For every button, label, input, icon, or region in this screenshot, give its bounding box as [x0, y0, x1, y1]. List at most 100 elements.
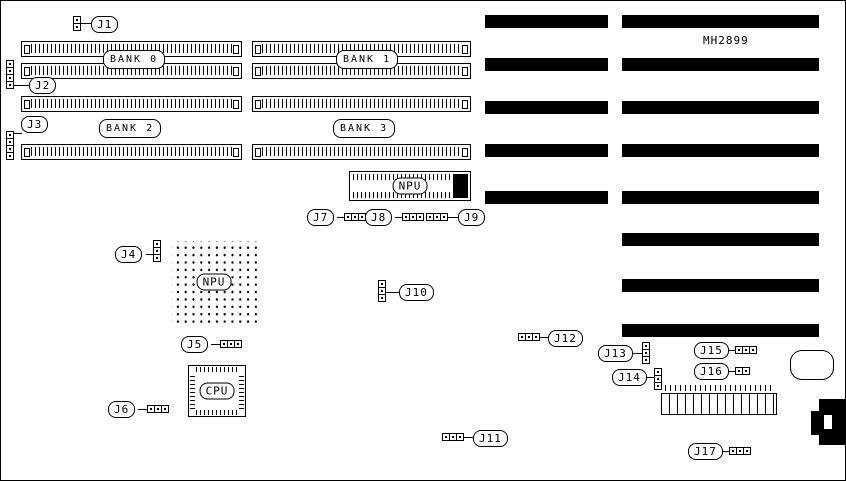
isa-slot-segment — [622, 101, 819, 114]
jumper-j9-label: J9 — [458, 209, 486, 226]
isa-slot-segment — [622, 324, 819, 337]
jumper-j17-label: J17 — [688, 443, 723, 460]
jumper-j15-leader — [726, 350, 736, 351]
simm-socket — [21, 96, 242, 112]
simm-pin-ticks — [262, 99, 461, 108]
simm-pin-ticks — [262, 66, 461, 75]
isa-slot-segment — [622, 58, 819, 71]
simm-socket — [21, 144, 242, 160]
jumper-j4-label: J4 — [115, 246, 143, 263]
npu-pga-label: NPU — [196, 273, 232, 291]
isa-slot-segment — [485, 15, 608, 28]
jumper-j12-leader — [540, 337, 549, 338]
npu-dip-label: NPU — [392, 177, 428, 195]
jumper-j9-leader — [448, 217, 458, 218]
jumper-j13-label: J13 — [598, 345, 633, 362]
jumper-j5-leader — [211, 344, 221, 345]
jumper-j14-label: J14 — [612, 369, 647, 386]
bank1-label: BANK 1 — [336, 50, 399, 69]
jumper-j16-label: J16 — [694, 363, 729, 380]
bank0-label: BANK 0 — [103, 50, 166, 69]
jumper-j8-label: J8 — [365, 209, 393, 226]
simm-pin-ticks — [31, 99, 232, 108]
jumper-j15-label: J15 — [694, 342, 729, 359]
jumper-j12-pins — [518, 333, 540, 341]
plcc-pin-ticks — [196, 410, 238, 415]
jumper-j17-leader — [720, 451, 730, 452]
jumper-j16-pins — [735, 367, 750, 375]
jumper-j1-label: J1 — [91, 16, 119, 33]
cpu-label: CPU — [199, 382, 235, 400]
dip-pin-ticks — [353, 192, 450, 198]
jumper-j8-leader — [395, 217, 403, 218]
jumper-j3-label: J3 — [21, 116, 49, 133]
jumper-j6-label: J6 — [108, 401, 136, 418]
plcc-pin-ticks — [196, 367, 238, 372]
jumper-j2-label: J2 — [29, 77, 57, 94]
isa-slot-segment — [622, 144, 819, 157]
jumper-j2-leader — [14, 85, 29, 86]
jumper-j17-pins — [729, 447, 751, 455]
simm-pin-ticks — [31, 66, 232, 75]
npu-pga-socket: NPU — [171, 241, 257, 323]
power-connector-ticks — [665, 385, 773, 391]
bank2-label: BANK 2 — [99, 119, 162, 138]
jumper-j11-pins — [442, 433, 464, 441]
simm-pin-ticks — [262, 147, 461, 156]
jumper-j5-label: J5 — [181, 336, 209, 353]
isa-slot-segment — [485, 58, 608, 71]
jumper-j12-label: J12 — [548, 330, 583, 347]
jumper-j16-leader — [726, 371, 736, 372]
jumper-j4-pins — [153, 240, 161, 262]
bank3-label: BANK 3 — [333, 119, 396, 138]
simm-socket — [252, 96, 471, 112]
isa-slot-segment — [622, 191, 819, 204]
jumper-j1-pins — [73, 16, 81, 31]
power-connector — [661, 393, 777, 415]
keyboard-connector — [819, 399, 845, 445]
jumper-j13-pins — [642, 342, 650, 364]
jumper-j6-leader — [138, 409, 148, 410]
plcc-pin-ticks — [239, 373, 244, 409]
jumper-j15-pins — [735, 346, 757, 354]
jumper-j3-pins — [6, 131, 14, 160]
jumper-j10-leader — [386, 292, 400, 293]
isa-slot-segment — [622, 279, 819, 292]
isa-slot-segment — [485, 191, 608, 204]
jumper-j7-label: J7 — [307, 209, 335, 226]
jumper-j10-label: J10 — [399, 284, 434, 301]
jumper-j7-leader — [337, 217, 345, 218]
jumper-j1-leader — [81, 23, 91, 24]
simm-pin-ticks — [262, 44, 461, 53]
jumper-j14-pins — [654, 368, 662, 390]
jumper-j2-pins — [6, 60, 14, 89]
plcc-pin-ticks — [190, 373, 195, 409]
isa-slot-segment — [485, 101, 608, 114]
jumper-j9-pins — [426, 213, 448, 221]
jumper-j5-pins — [220, 340, 242, 348]
jumper-j13-leader — [630, 353, 643, 354]
board-id: MH2899 — [703, 34, 749, 47]
jumper-j10-pins — [378, 280, 386, 302]
dip-pin-ticks — [353, 174, 450, 180]
npu-dip-socket: NPU — [349, 171, 471, 201]
jumper-j11-leader — [464, 437, 474, 438]
isa-slot-segment — [622, 233, 819, 246]
jumper-j8-pins — [402, 213, 424, 221]
keyboard-connector-tab — [811, 411, 819, 435]
simm-socket — [252, 144, 471, 160]
jumper-j7-pins — [344, 213, 366, 221]
jumper-j4-leader — [146, 254, 154, 255]
simm-pin-ticks — [31, 147, 232, 156]
isa-slot-segment — [485, 144, 608, 157]
dip-endcap — [453, 174, 468, 198]
isa-slot-segment — [622, 15, 819, 28]
rounded-component — [790, 350, 834, 380]
simm-pin-ticks — [31, 44, 232, 53]
jumper-j14-leader — [644, 377, 655, 378]
jumper-j3-leader — [14, 133, 22, 134]
jumper-j11-label: J11 — [473, 430, 508, 447]
cpu-socket: CPU — [188, 365, 246, 417]
jumper-j6-pins — [147, 405, 169, 413]
